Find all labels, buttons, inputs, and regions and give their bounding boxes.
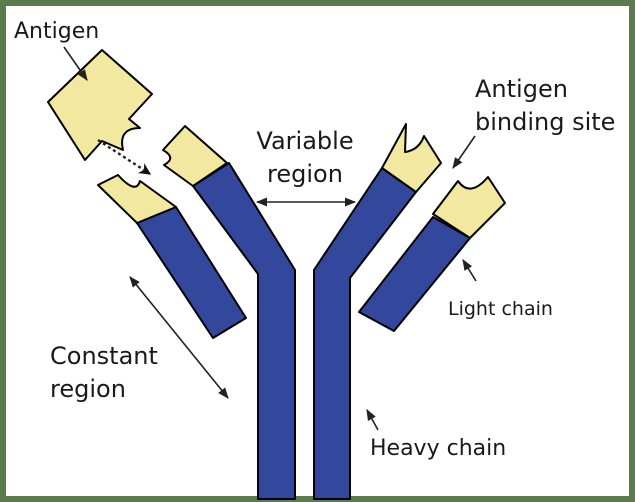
variable-region-label-line1: Variable bbox=[256, 127, 353, 155]
binding-site-label-line2: binding site bbox=[475, 108, 615, 136]
heavy-chain-label: Heavy chain bbox=[370, 436, 506, 461]
variable-region-label-line2: region bbox=[267, 160, 343, 188]
light-chain-label: Light chain bbox=[448, 298, 553, 320]
constant-region-label-line2: region bbox=[50, 375, 126, 403]
constant-region-label-line1: Constant bbox=[50, 342, 158, 370]
antigen-label: Antigen bbox=[14, 19, 99, 44]
binding-site-label-line1: Antigen bbox=[475, 75, 568, 103]
